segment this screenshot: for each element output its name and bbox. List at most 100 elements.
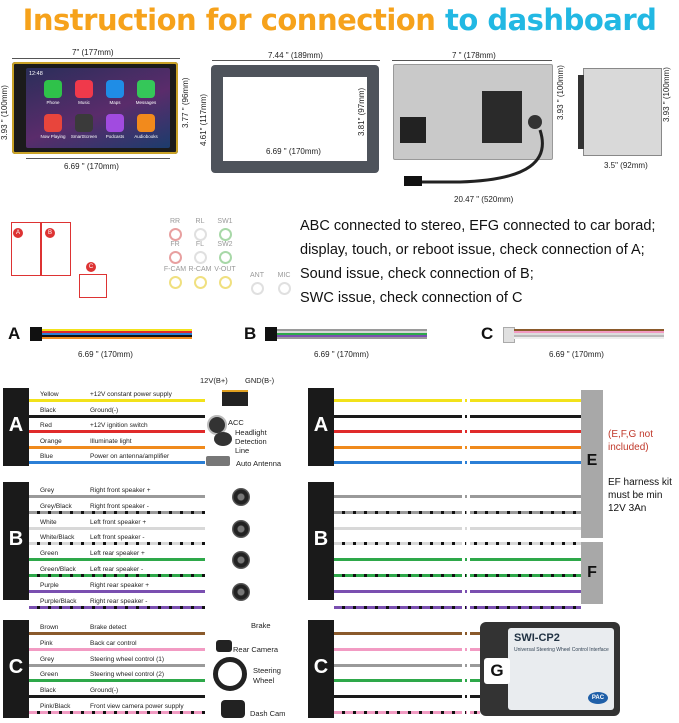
port-label: R-CAM [188,266,212,273]
wire-break [462,588,472,594]
right-group-b-block [308,482,334,600]
wire-color-name: White [40,518,57,526]
wire-break [462,509,472,515]
note-line: SWC issue, check connection of C [300,290,523,306]
frame-inner-height-label: 3.81" (97mm) [357,87,366,136]
harness-a-label: A [8,324,21,343]
port-c-badge: C [86,262,96,272]
right-wire-line [334,558,581,562]
port-jack [219,228,232,241]
wire-color-name: Grey [40,655,55,663]
app-label: Messages [135,100,157,105]
app-icon [137,80,155,98]
battery-minus-label: GND(B-) [245,376,275,385]
app-label: Podcasts [105,134,125,139]
port-jack [219,276,232,289]
right-wire-line [334,461,581,464]
port-jack [194,228,207,241]
app-icon [137,114,155,132]
frame-width-line [212,60,380,61]
wire-function: Right front speaker - [90,502,149,510]
right-wire-line [334,399,581,402]
wire-break [462,444,472,450]
wire-break [462,573,472,578]
harness-c-wires [514,329,664,339]
group-c-letter: C [8,656,24,678]
app-icon [75,80,93,98]
wire-line [29,526,205,530]
note-line: Sound issue, check connection of B; [300,266,534,282]
harness-b-length: 6.69 " (170mm) [314,350,369,359]
dash-cam-callout: Dash Cam [250,709,286,718]
wire-break [462,662,472,668]
harness-a-wires [42,329,192,339]
swc-brand-logo: PAC [588,692,608,704]
wire-color-name: Grey/Black [40,502,72,510]
harness-a-plug [30,327,42,341]
frame-opening [223,77,367,161]
port-label: FL [195,241,205,248]
headlight-icon [214,432,232,446]
side-unit [578,68,662,156]
right-wire-line [334,574,581,577]
wire-function: Left front speaker - [90,534,145,542]
harness-c-length: 6.69 " (170mm) [549,350,604,359]
wire-color-name: Green [40,550,59,558]
wire-line [29,647,205,651]
title-part1: Instruction for connection [22,3,436,37]
back-width-line [392,60,552,61]
efg-note: (E,F,G not included) [608,429,654,453]
wire-color-name: Black [40,687,56,695]
speaker-icon [232,519,250,538]
app-label: SmartScreen [70,134,98,139]
screen-height-label: 3.77 " (96mm) [181,77,190,128]
port-jack [169,251,182,264]
battery-plus-label: 12V(B+) [200,376,228,385]
group-c-block [3,620,29,718]
port-a-badge: A [13,228,23,238]
headlight-callout: Headlight Detection Line [235,428,267,455]
head-width-label: 7" (177mm) [72,48,114,57]
note-line: ABC connected to stereo, EFG connected t… [300,218,656,234]
harness-note: EF harness kit must be min 12V 3An [608,477,672,514]
wire-break [462,541,472,547]
battery-icon [222,390,248,406]
speaker-icon [232,488,250,506]
frame-height-label: 4.61" (117mm) [199,93,208,146]
side-bracket [578,75,584,149]
wire-color-name: Green/Black [40,566,76,573]
wire-function: Back car control [90,639,137,647]
port-jack [194,276,207,289]
wire-function: Front view camera power supply [90,703,184,710]
wire-line [29,542,205,546]
f-block [581,542,603,604]
right-wire-line [334,526,581,530]
harness-b-plug [265,327,277,341]
app-label: Audiobooks [134,134,158,139]
right-wire-line [334,605,581,609]
e-label: E [586,452,598,469]
wire-function: Left rear speaker + [90,550,145,558]
wire-function: Illuminate light [90,437,132,445]
group-a-letter: A [8,414,24,436]
wire-line [29,495,205,498]
wire-break [462,604,472,610]
connection-notes: ABC connected to stereo, EFG connected t… [300,214,655,310]
right-wire-line [334,589,581,593]
right-wire-line [334,445,581,449]
app-label: Music [78,100,90,105]
right-group-c-block [308,620,334,718]
gps-cable [404,129,544,186]
brake-callout: Brake [251,621,271,630]
wire-line [29,445,205,449]
steering-wheel-icon [213,657,247,691]
right-wire-line [334,632,480,635]
port-label: ANT [250,272,264,279]
harness-a-length: 6.69 " (170mm) [78,350,133,359]
wire-line [29,589,205,593]
right-wire-line [334,510,581,514]
right-wire-line [334,542,581,546]
wire-function: Ground(-) [90,687,119,695]
wire-function: Steering wheel control (2) [90,671,165,679]
right-wire-line [334,711,480,714]
